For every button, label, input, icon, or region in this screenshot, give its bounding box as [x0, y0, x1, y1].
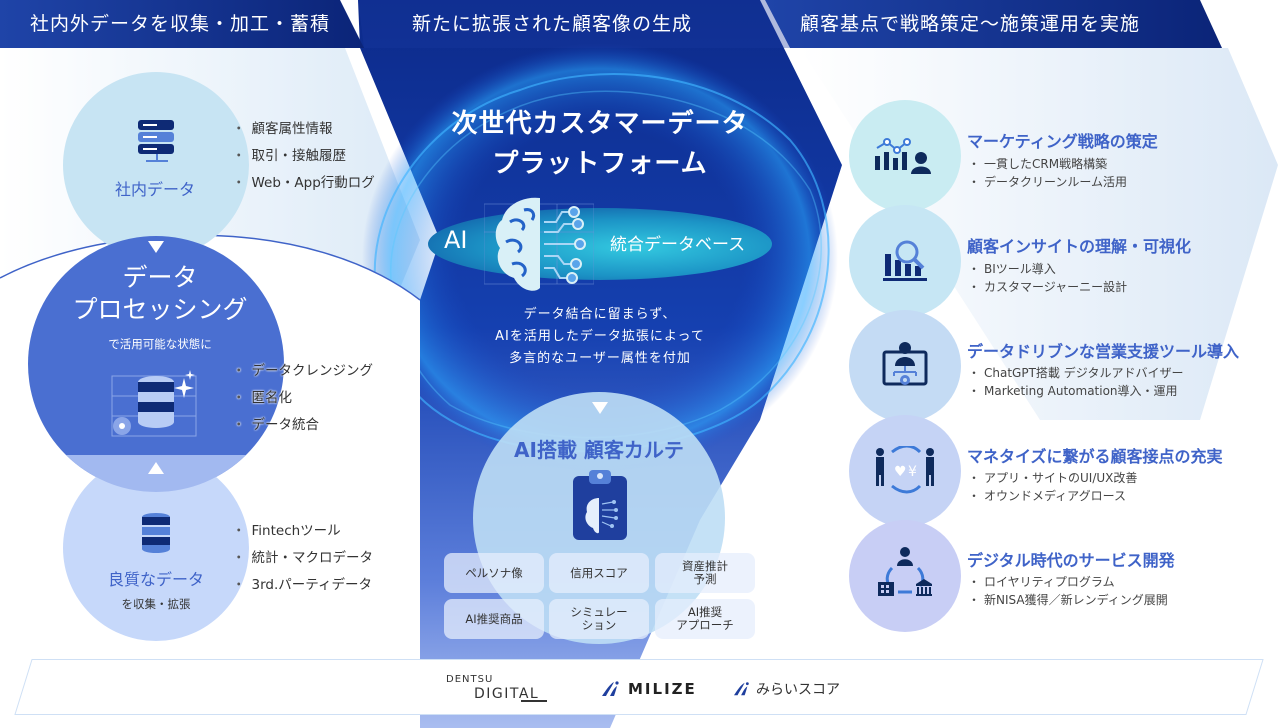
- service-points: ロイヤリティプログラム 新NISA獲得／新レンディング展開: [968, 573, 1168, 609]
- header-execute: 顧客基点で戦略策定〜施策運用を実施: [800, 13, 1141, 35]
- list-item: オウンドメディアグロース: [968, 487, 1137, 505]
- internal-data-circle: [63, 72, 249, 258]
- people-exchange-icon: ♥ ¥: [872, 444, 938, 494]
- sales-tool-title: データドリブンな営業支援ツール導入: [967, 342, 1240, 361]
- internal-data-list: 顧客属性情報 取引・接触履歴 Web・App行動ログ: [232, 116, 375, 197]
- service-network-icon: [876, 546, 934, 598]
- list-item: データクレンジング: [232, 358, 374, 385]
- list-item: データ統合: [232, 412, 373, 439]
- list-item: 匿名化: [232, 385, 373, 412]
- header-collect: 社内外データを収集・加工・蓄積: [30, 13, 331, 35]
- integrated-db-label: 統合データベース: [610, 235, 746, 255]
- processing-list: データクレンジング 匿名化 データ統合: [232, 358, 374, 439]
- tile-ai-approach: AI推奨 アプローチ: [655, 599, 755, 639]
- list-item: データクリーンルーム活用: [968, 173, 1127, 191]
- touchpoint-circle: [849, 415, 961, 527]
- list-item: 顧客属性情報: [232, 116, 375, 143]
- chart-user-icon: [873, 138, 935, 178]
- processing-subtitle: で活用可能な状態に: [108, 337, 212, 351]
- tile-asset-estimate: 資産推計 予測: [655, 553, 755, 593]
- tile-credit-score: 信用スコア: [549, 553, 649, 593]
- circle-overlap: [63, 455, 249, 495]
- service-circle: [849, 520, 961, 632]
- list-item: BIツール導入: [968, 260, 1127, 278]
- insight-title: 顧客インサイトの理解・可視化: [967, 237, 1192, 256]
- sales-tool-points: ChatGPT搭載 デジタルアドバイザー Marketing Automatio…: [968, 364, 1184, 400]
- touchpoint-title: マネタイズに繋がる顧客接点の充実: [967, 447, 1223, 466]
- milize-mark-icon: [602, 681, 619, 696]
- list-item: 統計・マクロデータ: [232, 545, 374, 572]
- list-item: アプリ・サイトのUI/UX改善: [968, 469, 1137, 487]
- quality-data-list: Fintechツール 統計・マクロデータ 3rd.パーティデータ: [232, 518, 374, 599]
- strategy-title: マーケティング戦略の策定: [967, 132, 1158, 151]
- list-item: Marketing Automation導入・運用: [968, 382, 1184, 400]
- list-item: カスタマージャーニー設計: [968, 278, 1127, 296]
- server-icon: [136, 118, 176, 166]
- list-item: ChatGPT搭載 デジタルアドバイザー: [968, 364, 1183, 382]
- list-item: 新NISA獲得／新レンディング展開: [968, 591, 1168, 609]
- list-item: Web・App行動ログ: [232, 170, 375, 197]
- mirai-score-logo: みらいスコア: [732, 672, 840, 706]
- ai-brain-icon: [483, 192, 595, 296]
- advisor-icon: [882, 340, 928, 390]
- karte-title: AI搭載 顧客カルテ: [514, 438, 684, 462]
- platform-title: 次世代カスタマーデータ プラットフォーム: [451, 109, 749, 179]
- magnifier-chart-icon: [883, 238, 927, 282]
- database-icon: [140, 512, 172, 554]
- logo-band: [14, 659, 1264, 715]
- internal-data-label: 社内データ: [114, 180, 195, 199]
- list-item: 取引・接触履歴: [232, 143, 375, 170]
- database-sparkle-icon: [108, 368, 204, 440]
- integrated-db-ellipse: [428, 208, 772, 280]
- processing-title: データ プロセッシング: [72, 263, 248, 324]
- svg-text:¥: ¥: [908, 464, 917, 480]
- tile-persona: ペルソナ像: [444, 553, 544, 593]
- milize-mark-icon: [734, 682, 749, 696]
- list-item: Fintechツール: [232, 518, 373, 545]
- clipboard-brain-icon: [571, 468, 629, 542]
- list-item: 一貫したCRM戦略構築: [968, 155, 1127, 173]
- list-item: 3rd.パーティデータ: [232, 572, 373, 599]
- list-item: ロイヤリティプログラム: [968, 573, 1168, 591]
- tile-simulation: シミュレー ション: [549, 599, 649, 639]
- dentsu-digital-logo: DENTSU DIGITAL: [446, 672, 550, 706]
- arrow-down-icon: [148, 241, 164, 253]
- service-title: デジタル時代のサービス開発: [967, 551, 1175, 570]
- quality-data-label: 良質なデータ: [107, 570, 204, 589]
- strategy-points: 一貫したCRM戦略構築 データクリーンルーム活用: [968, 155, 1127, 191]
- header-generate: 新たに拡張された顧客像の生成: [412, 13, 693, 35]
- milize-logo: MILIZE: [600, 672, 697, 706]
- touchpoint-points: アプリ・サイトのUI/UX改善 オウンドメディアグロース: [968, 469, 1137, 505]
- tile-ai-products: AI推奨商品: [444, 599, 544, 639]
- ai-label: AI: [444, 226, 468, 254]
- insight-points: BIツール導入 カスタマージャーニー設計: [968, 260, 1127, 296]
- arrow-down-icon: [592, 402, 608, 414]
- platform-description: データ結合に留まらず、 AIを活用したデータ拡張によって 多言的なユーザー属性を…: [495, 307, 705, 366]
- svg-text:♥: ♥: [894, 464, 907, 480]
- quality-data-subtitle: を収集・拡張: [121, 597, 191, 611]
- arrow-up-icon: [148, 462, 164, 474]
